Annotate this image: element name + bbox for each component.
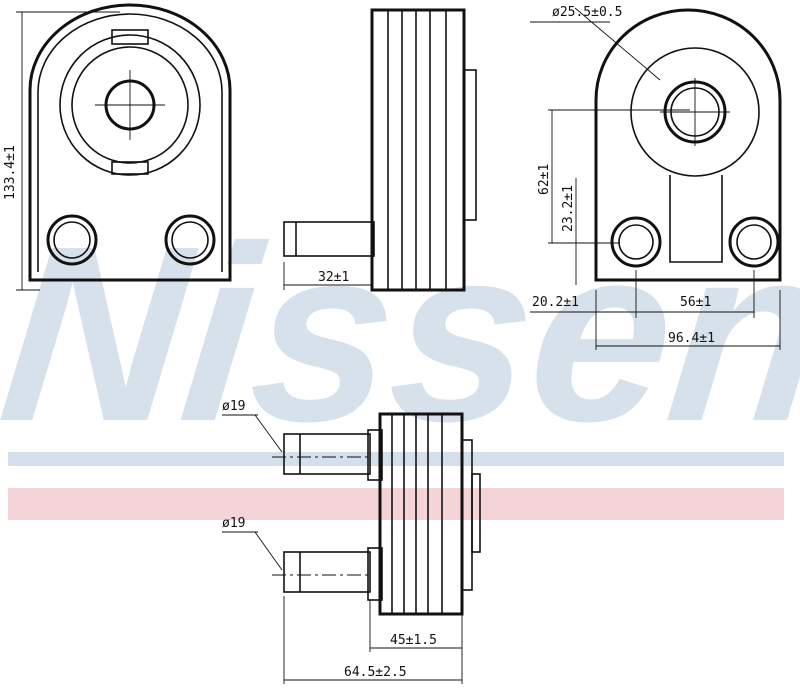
dim-pipe-diameter-lower: ø19 bbox=[222, 516, 245, 531]
dim-overall-depth: 64.5±2.5 bbox=[344, 665, 407, 680]
dim-port-spacing: 56±1 bbox=[680, 295, 711, 310]
dim-pipe-diameter-upper: ø19 bbox=[222, 399, 245, 414]
rear-view: ø25.5±0.5 62±1 23.2±1 20.2±1 56±1 96.4±1 bbox=[530, 5, 782, 350]
watermark-text: Nissens bbox=[0, 195, 800, 474]
dim-horizontal-20: 20.2±1 bbox=[532, 295, 579, 310]
dim-body-depth: 45±1.5 bbox=[390, 633, 437, 648]
dim-bore-diameter: ø25.5±0.5 bbox=[552, 5, 622, 20]
dim-vertical-62: 62±1 bbox=[537, 164, 552, 195]
nissens-watermark: Nissens bbox=[0, 195, 800, 520]
dim-height-total: 133.4±1 bbox=[3, 145, 18, 200]
front-view: 133.4±1 bbox=[3, 3, 232, 291]
dim-pipe-length: 32±1 bbox=[318, 270, 349, 285]
dim-width-total: 96.4±1 bbox=[668, 331, 715, 346]
bottom-side-view: ø19 ø19 45±1.5 64.5±2.5 bbox=[222, 399, 481, 684]
side-view: 32±1 bbox=[283, 8, 477, 292]
dim-vertical-23: 23.2±1 bbox=[561, 185, 576, 232]
